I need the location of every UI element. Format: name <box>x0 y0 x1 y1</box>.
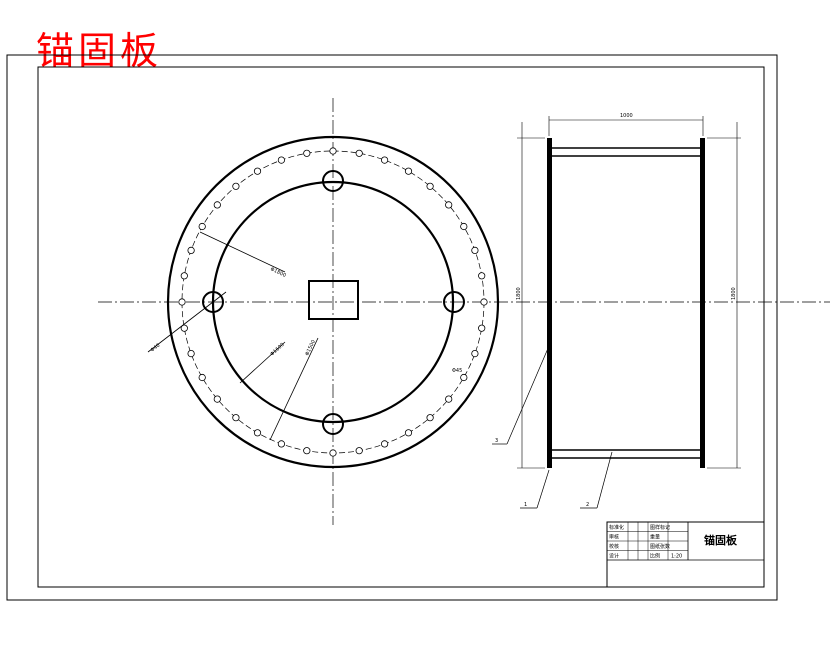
title-block: 标准化 图样标记 审核 重量 校核 图纸张数 设计 比例 1:20 锚固板 <box>606 521 765 588</box>
tb-label-weight: 重量 <box>650 534 660 541</box>
bolt-hole <box>232 182 240 190</box>
bolt-hole <box>178 298 186 306</box>
bolt-hole <box>380 440 389 448</box>
side-view: 1000 1800 1800 1 2 3 <box>492 113 741 509</box>
front-view: Φ1800 Φ1600 Φ1500 Φ40 Φ45 <box>98 98 830 525</box>
callout-label-3: 3 <box>495 438 498 444</box>
tb-label-drawing-mark: 图样标记 <box>650 524 670 531</box>
bolt-hole <box>329 449 337 457</box>
bolt-hole <box>426 414 434 422</box>
bolt-hole <box>253 167 262 175</box>
callout-label-2: 2 <box>586 502 589 508</box>
right-flange <box>700 138 705 468</box>
drawing-title: 锚固板 <box>36 29 163 73</box>
bolt-hole <box>355 149 363 157</box>
tb-value-scale: 1:20 <box>671 554 682 560</box>
tb-label-review: 审核 <box>609 534 619 541</box>
callout-leader-1 <box>536 469 550 509</box>
bolt-holes <box>178 147 488 457</box>
dim-label-small: Φ45 <box>452 368 462 374</box>
bolt-hole <box>480 298 488 306</box>
bolt-hole <box>187 349 195 358</box>
bolt-hole <box>277 156 285 164</box>
tb-label-design: 设计 <box>609 553 619 560</box>
leader-dia-1600 <box>239 341 286 384</box>
bolt-hole <box>426 182 434 190</box>
bolt-hole <box>180 272 188 280</box>
leader-dia-1800 <box>199 231 286 273</box>
bolt-hole <box>277 440 285 448</box>
bolt-hole <box>471 246 479 254</box>
bolt-hole <box>380 156 389 164</box>
bolt-hole <box>355 447 363 455</box>
outer-ring <box>166 135 500 469</box>
bolt-hole <box>198 373 206 382</box>
large-hole-top <box>322 170 344 192</box>
bolt-hole <box>460 373 468 382</box>
right-height-label: 1800 <box>731 287 737 300</box>
bolt-hole <box>232 414 240 422</box>
title-block-frame <box>606 521 765 588</box>
leader-dia-1500 <box>269 337 319 441</box>
bolt-hole <box>187 246 195 254</box>
tb-drawing-name: 锚固板 <box>704 533 738 547</box>
bolt-hole <box>404 429 413 437</box>
center-square <box>308 280 359 320</box>
bolt-hole <box>445 395 453 403</box>
bolt-hole <box>213 395 221 403</box>
left-height-label: 1800 <box>516 287 522 300</box>
bolt-hole <box>213 201 221 209</box>
large-hole-right <box>443 291 465 313</box>
bolt-hole <box>478 324 486 332</box>
dim-label-40: Φ40 <box>150 342 162 353</box>
left-flange <box>547 138 552 468</box>
width-label: 1000 <box>620 113 633 119</box>
callout-leader-3 <box>506 345 550 445</box>
dim-label-1800: Φ1800 <box>269 266 287 278</box>
tb-label-standardization: 标准化 <box>609 524 624 531</box>
tb-label-scale: 比例 <box>650 553 660 560</box>
bolt-hole <box>303 149 311 157</box>
bolt-hole <box>460 222 468 231</box>
bolt-hole <box>253 429 262 437</box>
bolt-hole <box>180 324 188 332</box>
tb-label-sheets: 图纸张数 <box>650 543 670 550</box>
bolt-hole <box>478 272 486 280</box>
tb-label-check: 校核 <box>609 543 619 550</box>
large-hole-left <box>202 291 224 313</box>
bolt-hole <box>198 222 206 231</box>
inner-frame <box>37 66 765 588</box>
title-block-grid-lines <box>607 522 688 560</box>
callout-label-1: 1 <box>524 502 527 508</box>
bolt-hole <box>404 167 413 175</box>
bolt-hole <box>303 447 311 455</box>
large-hole-bottom <box>322 413 344 435</box>
bolt-hole <box>445 201 453 209</box>
outer-border <box>6 54 778 601</box>
dim-label-1500: Φ1500 <box>304 339 316 357</box>
bolt-hole <box>471 349 479 358</box>
bolt-hole <box>329 147 337 155</box>
dim-label-1600: Φ1600 <box>269 342 285 358</box>
leader-dia-40 <box>147 291 227 353</box>
callout-leader-2 <box>596 451 613 509</box>
